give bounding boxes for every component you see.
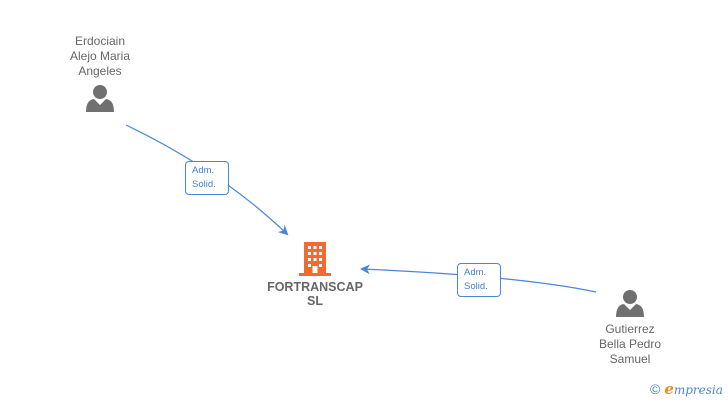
company-name-line: FORTRANSCAP: [267, 280, 363, 294]
person-name-line: Erdociain: [74, 34, 126, 48]
company-node-fortranscap[interactable]: FORTRANSCAP SL: [255, 242, 375, 308]
role-label-line: Adm.: [192, 165, 215, 176]
person-name-line: Alejo Maria: [69, 49, 131, 63]
copyright-icon: ©: [650, 381, 661, 397]
role-label-adm-solid[interactable]: Adm. Solid.: [457, 263, 501, 297]
role-label-line: Solid.: [192, 179, 216, 190]
person-icon: [616, 290, 644, 317]
role-label-line: Solid.: [464, 281, 488, 292]
role-label-adm-solid[interactable]: Adm. Solid.: [185, 161, 229, 195]
person-name-line: Angeles: [78, 64, 122, 78]
brand-logo-text: mpresia: [673, 383, 723, 397]
person-icon: [86, 85, 114, 112]
company-name-line: SL: [307, 294, 323, 308]
person-name-line: Bella Pedro: [598, 337, 662, 351]
empresia-brand-logo[interactable]: ©empresia: [650, 380, 723, 398]
person-node-erdociain[interactable]: Erdociain Alejo Maria Angeles: [50, 34, 150, 113]
person-name-line: Gutierrez: [605, 322, 655, 336]
brand-logo-initial: e: [664, 380, 674, 398]
role-label-line: Adm.: [464, 267, 487, 278]
person-name-line: Samuel: [609, 352, 651, 366]
person-node-gutierrez[interactable]: Gutierrez Bella Pedro Samuel: [580, 288, 680, 367]
building-icon: [299, 242, 331, 276]
